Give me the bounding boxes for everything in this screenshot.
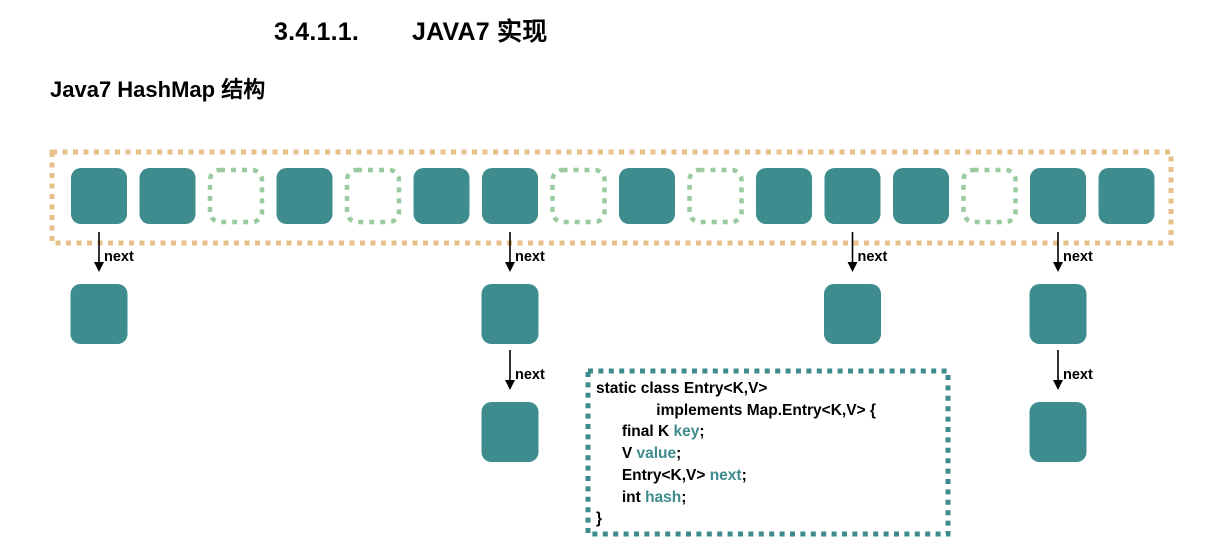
bucket-array bbox=[49, 149, 1174, 246]
code-field-name: next bbox=[709, 466, 742, 484]
next-label: next bbox=[515, 367, 545, 383]
section-number: 3.4.1.1. bbox=[274, 18, 359, 46]
bucket-slot-filled bbox=[413, 168, 470, 224]
chain-entry-node bbox=[481, 402, 539, 462]
code-line: } bbox=[596, 508, 876, 530]
bucket-slot-filled bbox=[1030, 168, 1086, 224]
next-label: next bbox=[1063, 367, 1093, 383]
code-line: Entry<K,V> next; bbox=[596, 465, 876, 487]
code-text: ; bbox=[699, 423, 705, 441]
bucket-slot-filled bbox=[893, 168, 949, 224]
bucket-slot-filled bbox=[276, 168, 333, 224]
next-link: next bbox=[505, 350, 545, 390]
bucket-slot-filled bbox=[824, 168, 881, 224]
code-line: V value; bbox=[596, 443, 876, 465]
bucket-slot-filled bbox=[482, 168, 538, 224]
code-line: int hash; bbox=[596, 487, 876, 509]
arrow-down-icon bbox=[1053, 380, 1063, 390]
bucket-slot-empty bbox=[344, 167, 402, 225]
chain-entry-node bbox=[481, 284, 539, 344]
bucket-slot-empty bbox=[687, 167, 744, 225]
code-text: implements Map.Entry<K,V> { bbox=[596, 401, 876, 419]
code-text: ; bbox=[681, 488, 687, 506]
next-link: next bbox=[1053, 232, 1093, 272]
section-title: JAVA7 实现 bbox=[412, 18, 548, 46]
bucket-slot-empty bbox=[961, 167, 1018, 225]
code-field-name: hash bbox=[645, 488, 682, 506]
next-link: next bbox=[505, 232, 545, 272]
next-label: next bbox=[104, 249, 134, 265]
code-line: static class Entry<K,V> bbox=[596, 378, 876, 400]
code-text: Entry<K,V> bbox=[596, 466, 710, 484]
code-field-name: key bbox=[673, 423, 700, 441]
chain-entry-node bbox=[70, 284, 128, 344]
bucket-slot-filled bbox=[139, 168, 196, 224]
entry-class-box bbox=[585, 368, 951, 537]
section-heading: 3.4.1.1. JAVA7 实现 bbox=[274, 12, 547, 48]
bucket-chains: next next next next next next bbox=[70, 232, 1093, 462]
chain-entry-node bbox=[824, 284, 881, 344]
code-field-name: value bbox=[636, 445, 677, 463]
next-link: next bbox=[1053, 350, 1093, 390]
code-line: final K key; bbox=[596, 421, 876, 443]
bucket-slot-filled bbox=[619, 168, 675, 224]
bucket-slot-filled bbox=[71, 168, 127, 224]
arrow-down-icon bbox=[505, 380, 515, 390]
arrow-down-icon bbox=[505, 262, 515, 272]
next-label: next bbox=[515, 249, 545, 265]
entry-class-code: static class Entry<K,V> implements Map.E… bbox=[596, 378, 876, 530]
next-label: next bbox=[858, 249, 888, 265]
code-text: V bbox=[596, 445, 637, 463]
chain-entry-node bbox=[1029, 284, 1087, 344]
next-link: next bbox=[847, 232, 888, 272]
arrow-down-icon bbox=[94, 262, 104, 272]
code-text: int bbox=[596, 488, 646, 506]
next-label: next bbox=[1063, 249, 1093, 265]
code-text: static class Entry<K,V> bbox=[596, 380, 768, 397]
diagram-title: Java7 HashMap 结构 bbox=[50, 77, 266, 102]
arrow-down-icon bbox=[847, 262, 858, 272]
bucket-slot-empty bbox=[207, 167, 265, 225]
code-text: final K bbox=[596, 423, 674, 441]
bucket-slot-filled bbox=[1098, 168, 1155, 224]
next-link: next bbox=[94, 232, 134, 272]
code-line: implements Map.Entry<K,V> { bbox=[596, 400, 876, 422]
bucket-slot-empty bbox=[550, 167, 607, 225]
code-text: ; bbox=[741, 466, 747, 484]
bucket-slot-filled bbox=[756, 168, 812, 224]
arrow-down-icon bbox=[1053, 262, 1063, 272]
array-border bbox=[49, 149, 1174, 246]
code-text: } bbox=[596, 510, 603, 528]
code-text: ; bbox=[676, 445, 682, 463]
chain-entry-node bbox=[1029, 402, 1087, 462]
